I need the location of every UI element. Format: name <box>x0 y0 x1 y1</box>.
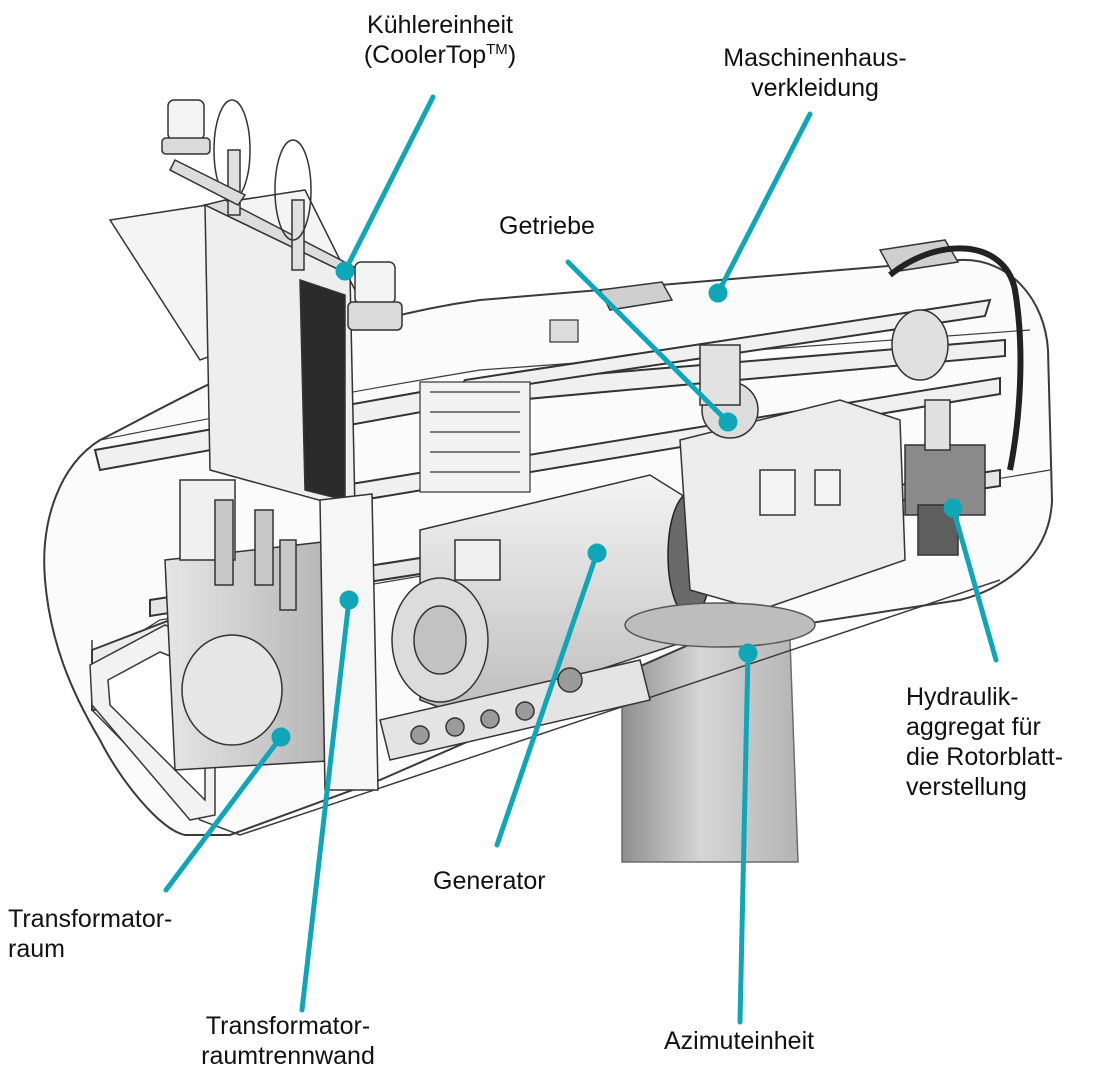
leader-cover <box>715 111 813 296</box>
gearbox <box>679 309 949 611</box>
label-nacelle-cover: Maschinenhaus- verkleidung <box>700 43 930 103</box>
label-hydraulic-line4: verstellung <box>906 773 1027 801</box>
leader-azimuth <box>737 650 751 1025</box>
label-cooler-line1: Kühlereinheit <box>367 11 513 39</box>
label-transformer-room: Transformator- raum <box>8 904 172 964</box>
label-gearbox: Getriebe <box>499 211 595 241</box>
leader-transformer-wall <box>299 597 352 1013</box>
control-cabinets <box>419 319 579 493</box>
aviation-beacon-right <box>347 261 403 331</box>
label-hydraulic-line2: aggregat für <box>906 713 1041 741</box>
yaw-bearing <box>624 602 816 648</box>
label-cooler-suffix: ) <box>507 41 517 69</box>
cooler-unit <box>168 99 362 511</box>
hydraulic-unit <box>904 399 986 556</box>
label-hydraulic-line3: die Rotorblatt- <box>906 743 1064 771</box>
label-cover-line2: verkleidung <box>751 74 879 102</box>
leader-cooler <box>342 94 436 274</box>
label-cooler-tm: TM <box>486 41 508 58</box>
label-trafo-wall-line1: Transformator- <box>205 1012 371 1040</box>
label-azimuth-line1: Azimuteinheit <box>664 1027 815 1055</box>
generator <box>379 474 691 761</box>
leader-transformer-room <box>163 734 284 893</box>
label-trafo-room-line2: raum <box>8 935 65 963</box>
rotor-bearing-frame <box>888 245 1024 471</box>
label-cover-line1: Maschinenhaus- <box>723 44 907 72</box>
label-hydraulic-unit: Hydraulik- aggregat für die Rotorblatt- … <box>906 682 1063 802</box>
label-cooler-prefix: (CoolerTop <box>363 41 487 69</box>
leader-lines <box>163 94 999 1025</box>
label-trafo-room-line1: Transformator- <box>8 905 173 933</box>
label-generator-line1: Generator <box>433 867 546 895</box>
label-gearbox-line1: Getriebe <box>499 212 595 240</box>
label-transformer-partition: Transformator- raumtrennwand <box>168 1011 408 1071</box>
transformer-partition <box>319 493 379 791</box>
label-generator: Generator <box>433 866 546 896</box>
transformer <box>164 479 346 771</box>
label-hydraulic-line1: Hydraulik- <box>906 683 1019 711</box>
aviation-beacon-left <box>161 99 211 155</box>
leader-gearbox <box>565 259 731 425</box>
label-cooler-line2: (CoolerTopTM) <box>360 40 520 70</box>
label-cooler-unit: Kühlereinheit (CoolerTopTM) <box>360 10 520 70</box>
leader-generator <box>494 550 600 848</box>
label-trafo-wall-line2: raumtrennwand <box>201 1042 375 1070</box>
leader-hydraulic <box>950 505 999 663</box>
label-azimuth-unit: Azimuteinheit <box>664 1026 814 1056</box>
